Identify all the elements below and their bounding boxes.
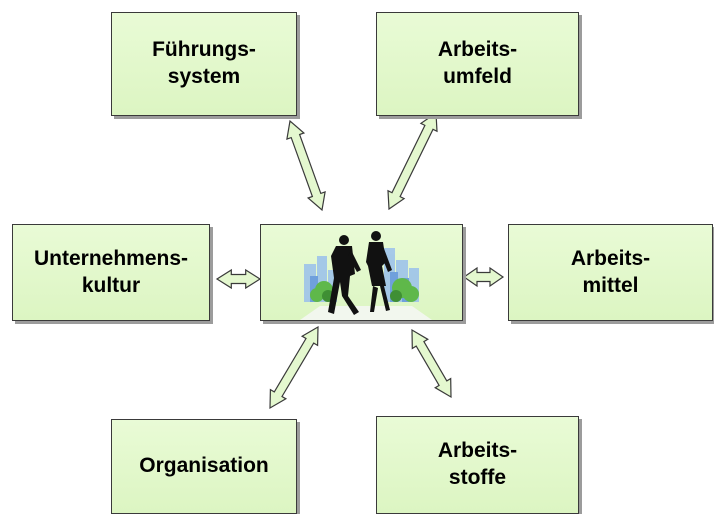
node-arbeitsmittel: Arbeits- mittel (508, 224, 713, 321)
node-arbeitsmittel-line-2: mittel (582, 273, 639, 297)
node-arbeitsumfeld-line-2: umfeld (443, 65, 512, 88)
node-arbeitsstoffe: Arbeits- stoffe (376, 416, 579, 514)
node-arbeitsstoffe-line-2: stoffe (448, 466, 507, 489)
node-organisation: Organisation (111, 419, 297, 514)
node-organisation-line-1: Organisation (139, 454, 269, 478)
node-unternehmenskultur: Unternehmens- kultur (12, 224, 210, 321)
arrow-center-organisation (269, 325, 319, 410)
arrow-center-fuehrungssystem (286, 119, 326, 212)
node-unternehmenskultur-line-1: Unternehmens- (33, 246, 189, 270)
arrow-center-arbeitsstoffe (411, 328, 452, 399)
node-fuehrungssystem: Führungs- system (111, 12, 297, 116)
node-arbeitsstoffe-line-1: Arbeits- (437, 439, 518, 463)
arrow-center-unternehmenskultur (215, 268, 262, 290)
node-arbeitsumfeld: Arbeits- umfeld (376, 12, 579, 116)
node-arbeitsumfeld-line-1: Arbeits- (437, 38, 518, 62)
arrow-center-arbeitsumfeld (387, 111, 438, 211)
walking-people-city-icon (299, 230, 432, 320)
node-unternehmenskultur-line-2: kultur (81, 273, 141, 297)
node-fuehrungssystem-line-1: Führungs- (152, 38, 256, 62)
node-arbeitsmittel-line-1: Arbeits- (570, 246, 651, 270)
node-fuehrungssystem-line-2: system (167, 65, 241, 88)
arrow-center-arbeitsmittel (462, 266, 505, 288)
node-center (260, 224, 463, 321)
